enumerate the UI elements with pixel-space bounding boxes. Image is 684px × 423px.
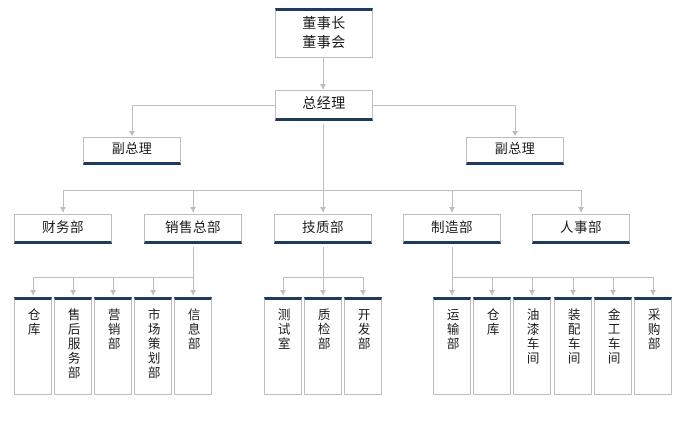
node-sub-paint-shop[interactable]: 油漆车间 (513, 297, 551, 395)
node-vice-general-manager-right-label: 副总理 (494, 142, 536, 158)
node-sub-paint-shop-label: 油漆车间 (524, 308, 540, 366)
connector-gm-to-vgm-left-vertical (132, 105, 133, 135)
connector-sales-to-subbus (193, 247, 194, 278)
arrow-sub-paint-shop (529, 290, 535, 295)
node-chairman-board-label: 董事长 董事会 (302, 16, 346, 51)
connector-tech-to-subbus (323, 247, 324, 278)
node-sub-marketing-ops[interactable]: 营销部 (94, 297, 132, 395)
node-sub-warehouse-2[interactable]: 仓库 (473, 297, 511, 395)
node-department-tech-quality-label: 技质部 (302, 219, 344, 236)
node-department-manufacture-label: 制造部 (431, 219, 473, 236)
connector-sub-drop-after-sales (73, 277, 74, 295)
node-sub-transport-label: 运输部 (444, 308, 460, 352)
connector-sub-drop-market-planning (153, 277, 154, 295)
connector-sub-drop-information (193, 277, 194, 295)
node-sub-information[interactable]: 信息部 (174, 297, 212, 395)
node-department-sales-hq[interactable]: 销售总部 (144, 214, 242, 244)
node-sub-machining-shop[interactable]: 金工车间 (594, 297, 632, 395)
node-department-hr-label: 人事部 (560, 219, 602, 236)
arrow-sub-marketing-ops (110, 290, 116, 295)
node-department-finance-label: 财务部 (42, 219, 84, 236)
node-sub-rnd[interactable]: 开发部 (344, 297, 382, 395)
node-vice-general-manager-right[interactable]: 副总理 (466, 137, 564, 165)
arrow-sub-rnd (360, 290, 366, 295)
arrow-gm-to-vgm-left (129, 131, 135, 136)
node-sub-test-lab[interactable]: 测试室 (264, 297, 302, 395)
connector-gm-to-vgm-left-horizontal (132, 105, 275, 106)
connector-sub-drop-warehouse-1 (33, 277, 34, 295)
arrow-sub-qc (320, 290, 326, 295)
connector-gm-to-dept-bus (323, 124, 324, 191)
node-sub-machining-shop-label: 金工车间 (605, 308, 621, 366)
connector-sub-bus-group3 (452, 277, 653, 278)
arrow-dept-hr (578, 207, 584, 212)
connector-sub-drop-test-lab (283, 277, 284, 295)
connector-dept-drop-sales (193, 190, 194, 212)
connector-sub-drop-machining-shop (613, 277, 614, 295)
connector-sub-drop-qc (323, 277, 324, 295)
node-department-manufacture[interactable]: 制造部 (403, 214, 501, 244)
node-sub-warehouse-1-label: 仓库 (25, 308, 41, 337)
connector-chairman-to-gm (323, 58, 324, 89)
node-general-manager-label: 总经理 (302, 96, 346, 113)
connector-sub-drop-rnd (363, 277, 364, 295)
node-sub-marketing-ops-label: 营销部 (105, 308, 121, 352)
arrow-sub-information (190, 290, 196, 295)
arrow-sub-test-lab (280, 290, 286, 295)
node-sub-assembly-shop[interactable]: 装配车间 (554, 297, 592, 395)
connector-manufacture-to-subbus (452, 247, 453, 278)
arrow-dept-tech (320, 207, 326, 212)
arrow-sub-assembly-shop (570, 290, 576, 295)
node-sub-procurement[interactable]: 采购部 (634, 297, 672, 395)
arrow-sub-machining-shop (610, 290, 616, 295)
node-sub-market-planning[interactable]: 市场策划部 (134, 297, 172, 395)
arrow-dept-sales (190, 207, 196, 212)
arrow-sub-warehouse-1 (30, 290, 36, 295)
connector-sub-drop-assembly-shop (573, 277, 574, 295)
node-sub-procurement-label: 采购部 (645, 308, 661, 352)
node-sub-after-sales[interactable]: 售后服务部 (54, 297, 92, 395)
connector-dept-drop-manufacture (452, 190, 453, 212)
arrow-chairman-to-gm (320, 84, 326, 89)
connector-dept-drop-tech (323, 190, 324, 212)
node-general-manager[interactable]: 总经理 (275, 90, 373, 121)
node-sub-test-lab-label: 测试室 (275, 308, 291, 352)
connector-sub-drop-marketing-ops (113, 277, 114, 295)
node-sub-transport[interactable]: 运输部 (433, 297, 471, 395)
node-department-sales-hq-label: 销售总部 (165, 219, 221, 236)
arrow-sub-warehouse-2 (489, 290, 495, 295)
node-sub-warehouse-1[interactable]: 仓库 (14, 297, 52, 395)
node-department-finance[interactable]: 财务部 (14, 214, 112, 244)
node-department-tech-quality[interactable]: 技质部 (274, 214, 372, 244)
node-sub-qc-label: 质检部 (315, 308, 331, 352)
arrow-dept-manufacture (449, 207, 455, 212)
connector-sub-drop-procurement (653, 277, 654, 295)
node-sub-market-planning-label: 市场策划部 (145, 308, 161, 381)
arrow-dept-finance (60, 207, 66, 212)
node-sub-information-label: 信息部 (185, 308, 201, 352)
arrow-sub-procurement (650, 290, 656, 295)
connector-dept-drop-finance (63, 190, 64, 212)
node-sub-after-sales-label: 售后服务部 (65, 308, 81, 381)
connector-dept-bus-horizontal (63, 190, 582, 191)
node-sub-warehouse-2-label: 仓库 (484, 308, 500, 337)
arrow-gm-to-vgm-right (512, 131, 518, 136)
connector-sub-drop-warehouse-2 (492, 277, 493, 295)
arrow-sub-after-sales (70, 290, 76, 295)
connector-sub-drop-transport (452, 277, 453, 295)
node-sub-rnd-label: 开发部 (355, 308, 371, 352)
node-department-hr[interactable]: 人事部 (532, 214, 630, 244)
node-vice-general-manager-left[interactable]: 副总理 (83, 137, 181, 165)
node-vice-general-manager-left-label: 副总理 (111, 142, 153, 158)
arrow-sub-transport (449, 290, 455, 295)
arrow-sub-market-planning (150, 290, 156, 295)
node-sub-qc[interactable]: 质检部 (304, 297, 342, 395)
node-chairman-board[interactable]: 董事长 董事会 (275, 8, 373, 58)
connector-dept-drop-hr (581, 190, 582, 212)
connector-sub-drop-paint-shop (532, 277, 533, 295)
connector-gm-to-vgm-right-vertical (515, 105, 516, 135)
node-sub-assembly-shop-label: 装配车间 (565, 308, 581, 366)
connector-gm-to-vgm-right-horizontal (373, 105, 515, 106)
